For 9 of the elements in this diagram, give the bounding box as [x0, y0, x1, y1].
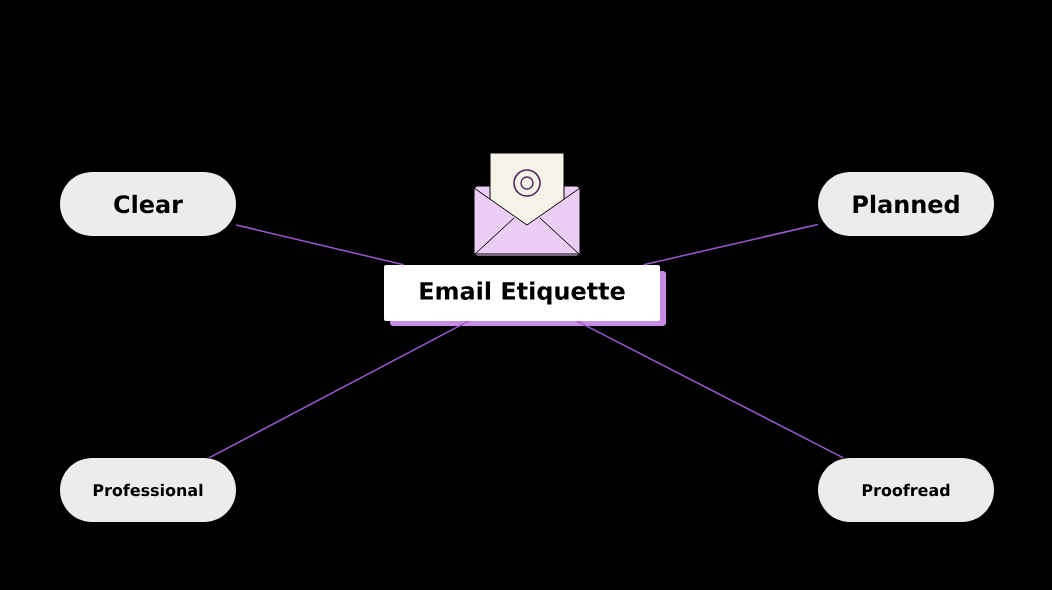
- connector-line: [576, 320, 845, 459]
- pill-node: Clear: [60, 172, 236, 236]
- pill-node: Proofread: [818, 458, 994, 522]
- pill-node: Planned: [818, 172, 994, 236]
- connector-line: [208, 320, 470, 459]
- connector-line: [642, 223, 819, 266]
- connector-line: [235, 224, 405, 266]
- title-box: Email Etiquette: [384, 265, 666, 326]
- pill-node: Professional: [60, 458, 236, 522]
